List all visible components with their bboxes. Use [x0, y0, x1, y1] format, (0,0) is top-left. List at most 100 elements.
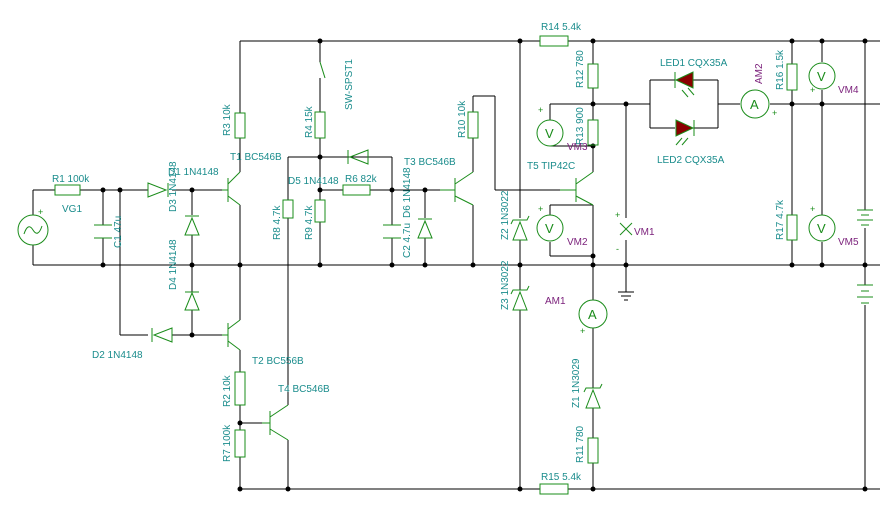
wires — [32, 40, 880, 490]
svg-text:R7 100k: R7 100k — [222, 424, 233, 462]
svg-text:D4 1N4148: D4 1N4148 — [168, 239, 179, 290]
svg-text:R16 1.5k: R16 1.5k — [775, 49, 786, 90]
z2-zener — [510, 215, 530, 241]
svg-text:R17 4.7k: R17 4.7k — [775, 199, 786, 240]
vm3-voltmeter: V — [536, 119, 564, 147]
r14-resistor — [539, 35, 569, 47]
r13-resistor — [587, 119, 599, 146]
svg-text:D3 1N4148: D3 1N4148 — [168, 161, 179, 212]
svg-text:V: V — [817, 69, 826, 84]
r6-resistor — [342, 184, 371, 196]
vm4-voltmeter: V — [808, 62, 836, 90]
svg-text:R11 780: R11 780 — [575, 425, 586, 463]
svg-text:+: + — [38, 207, 43, 217]
t1-transistor — [222, 171, 241, 206]
svg-text:A: A — [750, 97, 759, 112]
svg-text:Z1 1N3029: Z1 1N3029 — [571, 358, 582, 408]
r4-resistor — [314, 111, 326, 139]
d6-diode — [417, 218, 433, 239]
r10-resistor — [467, 111, 479, 139]
svg-text:T3 BC546B: T3 BC546B — [404, 157, 456, 168]
svg-text:R1 100k: R1 100k — [52, 174, 90, 185]
t4-transistor — [262, 404, 289, 441]
svg-text:A: A — [588, 307, 597, 322]
vm1-meter — [619, 222, 633, 236]
svg-text:+: + — [810, 85, 815, 95]
r9-resistor — [314, 199, 326, 223]
battery-upper — [857, 209, 873, 226]
svg-text:SW-SPST1: SW-SPST1 — [344, 59, 355, 110]
r7-resistor — [234, 429, 246, 458]
svg-text:D6 1N4148: D6 1N4148 — [402, 167, 413, 218]
r1-resistor — [54, 184, 81, 196]
am1-ammeter: A — [578, 299, 608, 329]
svg-text:+: + — [580, 326, 585, 336]
r2-resistor — [234, 371, 246, 406]
svg-text:R13 900: R13 900 — [575, 107, 586, 145]
d5-diode — [347, 149, 369, 165]
svg-text:R3 10k: R3 10k — [222, 103, 233, 136]
svg-text:R9 4.7k: R9 4.7k — [304, 205, 315, 240]
svg-text:D2 1N4148: D2 1N4148 — [92, 350, 143, 361]
r8-resistor — [282, 199, 294, 219]
vm1-plus: + — [615, 210, 620, 220]
d2-diode — [151, 327, 173, 343]
svg-text:+: + — [810, 204, 815, 214]
led2 — [675, 119, 695, 146]
svg-text:D5 1N4148: D5 1N4148 — [288, 176, 339, 187]
r11-resistor — [587, 437, 599, 464]
svg-text:V: V — [545, 126, 554, 141]
svg-text:V: V — [817, 221, 826, 236]
svg-text:VM1: VM1 — [634, 227, 655, 238]
svg-text:VM5: VM5 — [838, 237, 859, 248]
svg-text:R6 82k: R6 82k — [345, 174, 378, 185]
svg-text:D1 1N4148: D1 1N4148 — [168, 167, 219, 178]
t5-transistor — [560, 171, 594, 206]
r15-resistor — [539, 483, 569, 495]
t3-transistor — [440, 171, 474, 206]
vm2-voltmeter: V — [536, 214, 564, 242]
svg-text:V: V — [545, 221, 554, 236]
svg-text:LED2 CQX35A: LED2 CQX35A — [657, 155, 725, 166]
vg1-source: + — [17, 207, 49, 246]
svg-text:+: + — [538, 105, 543, 115]
svg-text:T2 BC556B: T2 BC556B — [252, 356, 304, 367]
svg-text:LED1 CQX35A: LED1 CQX35A — [660, 58, 728, 69]
svg-text:VG1: VG1 — [62, 204, 82, 215]
svg-text:R14 5.4k: R14 5.4k — [541, 22, 582, 33]
svg-text:Z3 1N3022: Z3 1N3022 — [500, 260, 511, 310]
svg-text:C2 4.7u: C2 4.7u — [402, 223, 413, 258]
r3-resistor — [234, 112, 246, 139]
d4-diode — [184, 291, 200, 311]
svg-text:AM2: AM2 — [754, 63, 765, 84]
junction-dots — [100, 38, 868, 492]
svg-text:R2 10k: R2 10k — [222, 374, 233, 407]
svg-text:R10 10k: R10 10k — [457, 100, 468, 138]
svg-text:R8 4.7k: R8 4.7k — [272, 205, 283, 240]
z3-zener — [510, 285, 530, 311]
svg-text:+: + — [772, 108, 777, 118]
d1-diode — [147, 182, 169, 198]
svg-text:Z2 1N3022: Z2 1N3022 — [500, 190, 511, 240]
led1 — [674, 71, 695, 98]
svg-text:VM3: VM3 — [567, 142, 588, 153]
d3-diode — [184, 215, 200, 236]
r16-resistor — [786, 63, 798, 91]
sw-spst1-switch — [319, 61, 326, 79]
svg-text:T1 BC546B: T1 BC546B — [230, 152, 282, 163]
c2-capacitor — [383, 224, 401, 239]
svg-text:AM1: AM1 — [545, 296, 566, 307]
am2-ammeter: A — [740, 89, 770, 119]
svg-text:+: + — [538, 204, 543, 214]
svg-text:T4 BC546B: T4 BC546B — [278, 384, 330, 395]
r17-resistor — [786, 214, 798, 241]
battery-lower — [857, 284, 873, 304]
c1-capacitor — [94, 224, 112, 239]
z1-zener — [583, 383, 603, 409]
svg-text:R12 780: R12 780 — [575, 50, 586, 88]
r12-resistor — [587, 63, 599, 89]
vm1-minus: - — [616, 244, 619, 254]
svg-text:T5 TIP42C: T5 TIP42C — [527, 161, 575, 172]
svg-text:VM2: VM2 — [567, 237, 588, 248]
